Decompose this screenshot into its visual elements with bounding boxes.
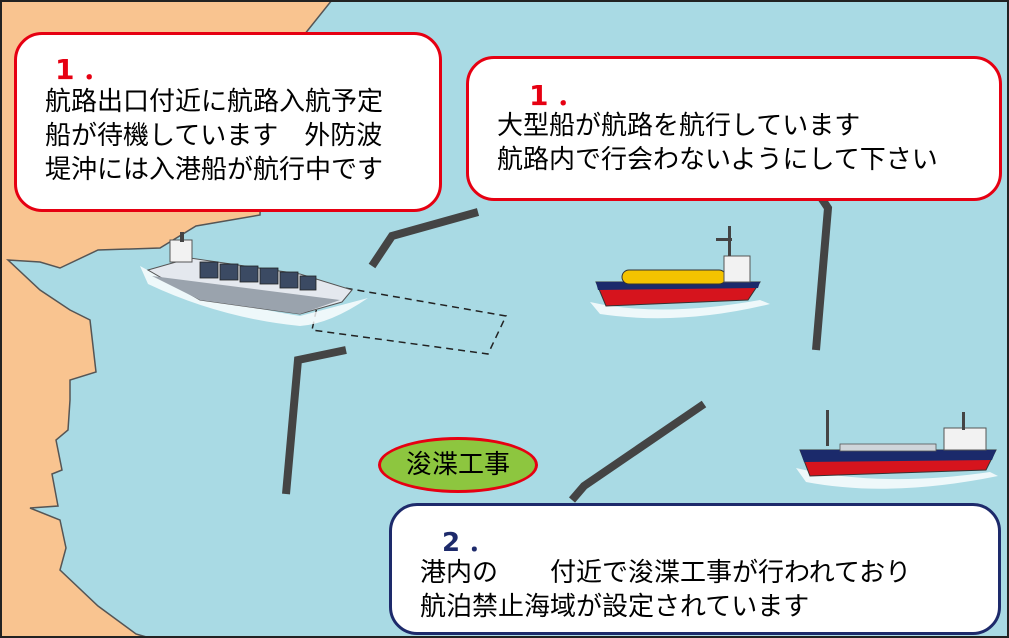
lng-tanker-icon (590, 226, 770, 319)
callout-line: 大型船が航路を航行しています (497, 111, 861, 141)
breakwater-north (368, 208, 480, 269)
callout-number: 2． (442, 528, 503, 558)
callout-number: 1． (529, 79, 593, 112)
cargo-ship-icon (796, 410, 998, 489)
callout-line: 航泊禁止海域が設定されています (420, 592, 810, 622)
callout-line: 船が待機しています 外防波 (45, 121, 383, 151)
callout-line: 航路内で行会わないようにして下さい (497, 145, 938, 175)
breakwater-south (568, 400, 707, 503)
callout-line: 航路出口付近に航路入航予定 (45, 87, 384, 117)
container-ship-icon (140, 232, 368, 326)
dredging-work-badge: 浚渫工事 (378, 437, 538, 493)
callout-dredging-notice: 2． 港内の 付近で浚渫工事が行われており 航泊禁止海域が設定されています (389, 503, 1001, 635)
callout-line: 堤沖には入港船が航行中です (45, 155, 384, 185)
breakwater-west (282, 346, 347, 495)
callout-large-vessel: 1． 大型船が航路を航行しています 航路内で行会わないようにして下さい (466, 56, 1002, 201)
callout-line: 港内の 付近で浚渫工事が行われており (420, 558, 912, 588)
callout-waiting-ships: 1． 航路出口付近に航路入航予定 船が待機しています 外防波 堤沖には入港船が航… (14, 32, 442, 212)
callout-number: 1． (55, 53, 119, 86)
